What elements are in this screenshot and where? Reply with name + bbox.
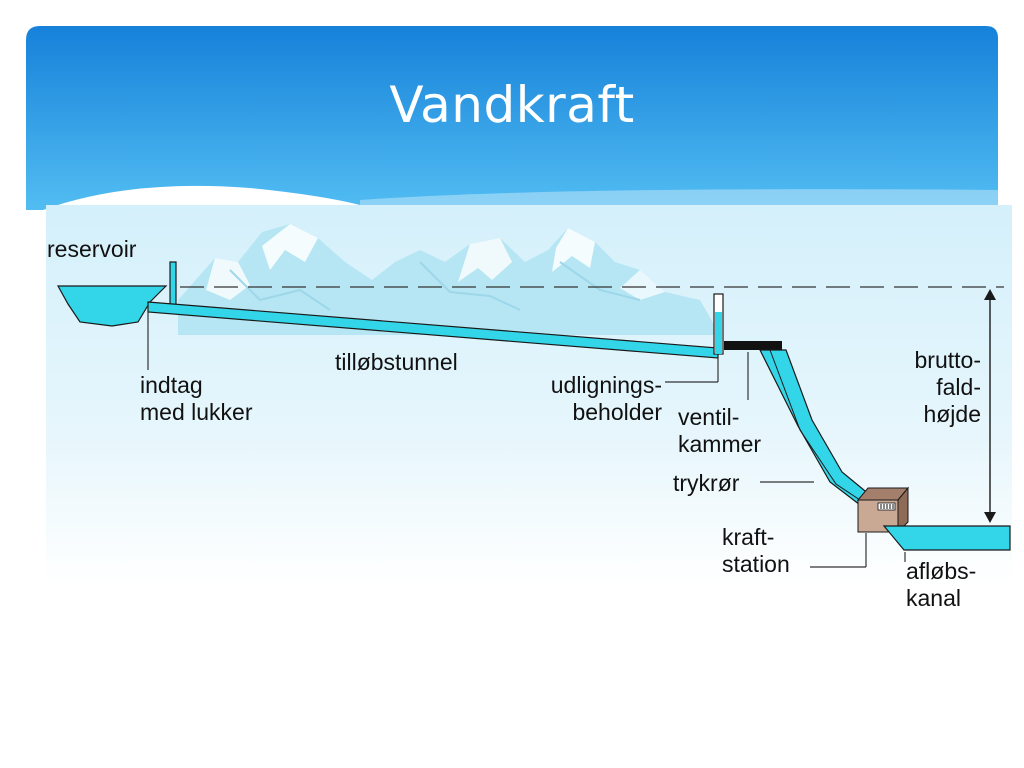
label-gross-head: brutto- fald- højde: [914, 347, 981, 427]
label-intake: indtag med lukker: [140, 372, 253, 425]
label-valve-chamber: ventil- kammer: [678, 404, 762, 457]
reservoir-water: [56, 285, 168, 327]
slide-title: Vandkraft: [389, 76, 635, 134]
header-band: [26, 26, 998, 210]
label-reservoir: reservoir: [47, 236, 137, 262]
label-power-station: kraft- station: [722, 524, 790, 577]
leader-lines: [147, 306, 906, 568]
tailrace-water: [882, 525, 1011, 551]
valve-chamber: [724, 341, 782, 350]
gross-head-arrow: [984, 289, 996, 523]
intake-shaft: [169, 261, 177, 308]
label-penstock: trykrør: [673, 470, 740, 496]
label-tunnel: tilløbstunnel: [335, 349, 458, 375]
mountains: [178, 224, 720, 335]
label-surge-tank: udlignings- beholder: [550, 372, 662, 425]
label-tailrace: afløbs- kanal: [906, 558, 977, 611]
power-station: [856, 486, 910, 534]
